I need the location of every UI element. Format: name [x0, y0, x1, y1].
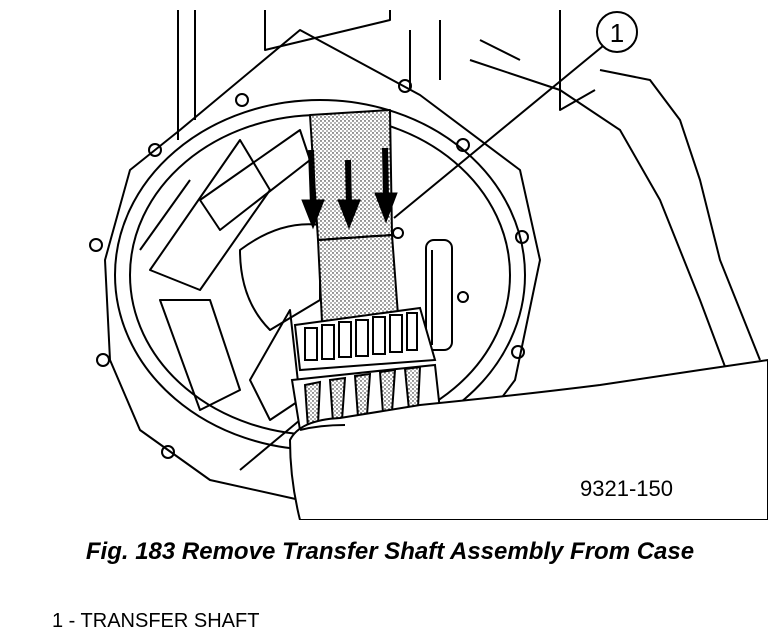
housing-right-inner — [469, 59, 731, 381]
figure-caption: Fig. 183 Remove Transfer Shaft Assembly … — [85, 538, 695, 565]
callout-number: 1 — [610, 18, 624, 48]
transfer-shaft-illustration: 1 — [89, 10, 768, 520]
case-slot — [425, 239, 453, 351]
technician-hand — [288, 358, 768, 520]
legend-number: 1 — [52, 610, 64, 632]
legend-separator: - — [63, 610, 81, 632]
plate-number: 9321-150 — [580, 476, 673, 501]
removal-arrows — [301, 147, 398, 230]
housing-right-slope — [599, 69, 761, 361]
callout-leader — [393, 45, 604, 219]
housing-top-structure — [264, 10, 391, 51]
shaft-bearing — [293, 306, 437, 372]
legend-item: 1 - TRANSFER SHAFT — [52, 610, 259, 633]
housing-inner-lines — [409, 20, 521, 90]
hand-crease — [299, 424, 346, 431]
housing-right-column — [559, 10, 596, 111]
flange-bolts — [89, 79, 529, 459]
legend-label: TRANSFER SHAFT — [80, 610, 260, 632]
case-bore — [239, 223, 321, 331]
callout-circle — [596, 11, 638, 53]
